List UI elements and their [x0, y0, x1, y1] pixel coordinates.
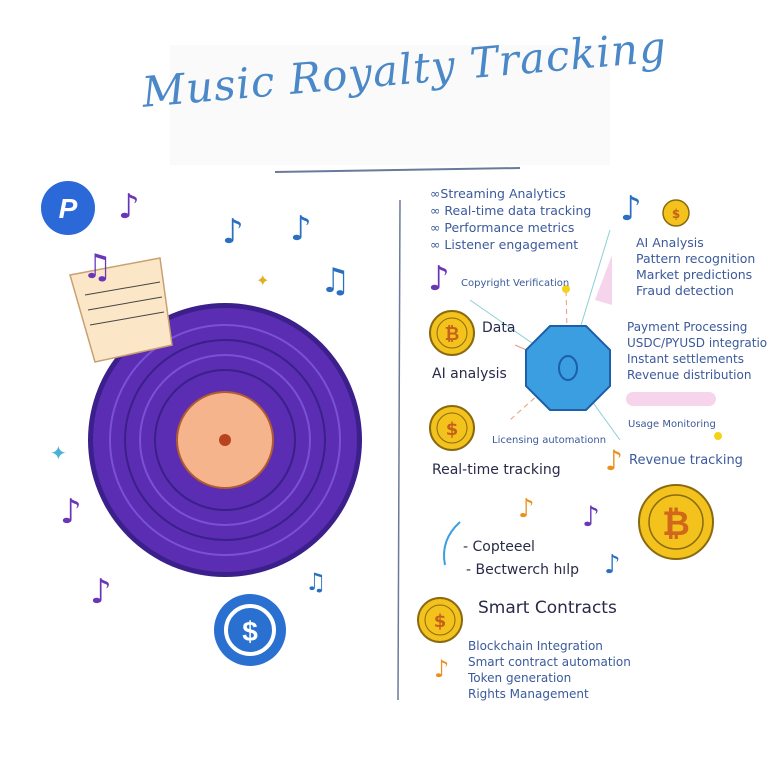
central-hub-icon — [469, 229, 722, 441]
licensing-automation-label: Licensing automationn — [492, 435, 607, 446]
sparkle-icon: ✦ — [256, 271, 269, 290]
sheet-music-icon — [69, 257, 173, 363]
music-note-icon: ♫ — [305, 568, 327, 596]
data-label: Data — [482, 320, 516, 336]
svg-text:$: $ — [242, 616, 258, 647]
list-item: Smart contract automation — [468, 655, 631, 669]
arrow-icon — [443, 521, 461, 566]
svg-text:P: P — [59, 193, 78, 224]
list-item: Instant settlements — [627, 352, 744, 366]
list-item: AI Analysis — [636, 235, 704, 250]
list-item: ∞ Performance metrics — [430, 220, 575, 235]
music-note-icon: ♪ — [428, 259, 450, 299]
real-time-tracking-label: Real-time tracking — [432, 462, 561, 478]
dollar-coin-icon: $ — [417, 597, 463, 643]
list-item: Market predictions — [636, 267, 753, 282]
list-item: Token generation — [468, 671, 572, 685]
list-item: ∞ Real-time data tracking — [430, 203, 592, 218]
usdc-logo-icon: $ — [214, 594, 286, 666]
music-note-icon: ♪ — [582, 500, 600, 533]
music-note-icon: ♪ — [620, 189, 642, 229]
bitcoin-coin-icon: ₿ — [638, 484, 714, 560]
list-item: ∞ Listener engagement — [430, 237, 579, 252]
list-item: ∞Streaming Analytics — [430, 186, 566, 201]
music-note-icon: ♪ — [518, 494, 535, 524]
sparkle-icon: ✦ — [50, 441, 67, 465]
music-note-icon: ♪ — [290, 209, 312, 249]
music-note-icon: ♪ — [222, 212, 244, 252]
dollar-coin-icon: $ — [429, 405, 475, 451]
svg-text:₿: ₿ — [662, 504, 690, 544]
list-item: Blockchain Integration — [468, 639, 603, 653]
list-item: Pattern recognition — [636, 251, 756, 266]
list-item: Revenue distribution — [627, 368, 752, 382]
list-item: USDC/PYUSD integration — [627, 336, 768, 350]
payment-processing-list: Payment Processing USDC/PYUSD integratio… — [627, 319, 768, 383]
ai-analysis-label: AI analysis — [432, 366, 507, 382]
music-note-icon: ♫ — [82, 247, 113, 287]
list-item: Payment Processing — [627, 320, 748, 334]
music-note-icon: ♪ — [604, 550, 621, 580]
svg-text:₿: ₿ — [445, 324, 460, 345]
title-underline — [274, 167, 521, 173]
music-note-icon: ♪ — [605, 444, 623, 477]
revenue-tracking-label: Revenue tracking — [629, 453, 743, 468]
paypal-logo-icon: P — [41, 181, 95, 235]
svg-text:$: $ — [434, 611, 447, 632]
copyright-verification-label: Copyright Verification — [461, 278, 570, 289]
music-note-icon: ♪ — [90, 572, 112, 612]
bectwerch-label: - Bectwerch hılp — [466, 562, 579, 578]
title-card — [170, 45, 610, 165]
pink-highlight — [626, 392, 716, 406]
divider-line — [397, 199, 401, 701]
bitcoin-coin-icon: ₿ — [429, 310, 475, 356]
list-item: Fraud detection — [636, 283, 734, 298]
music-note-icon: ♪ — [60, 492, 82, 532]
music-note-icon: ♫ — [320, 261, 351, 301]
dollar-coin-icon: $ — [662, 199, 690, 227]
music-note-icon: ♪ — [118, 187, 140, 227]
streaming-analytics-list: ∞Streaming Analytics ∞ Real-time data tr… — [430, 185, 591, 253]
blockchain-integration-list: Blockchain Integration Smart contract au… — [468, 638, 631, 702]
ai-analysis-list: AI Analysis Pattern recognition Market p… — [636, 235, 755, 299]
pink-highlight — [595, 255, 612, 305]
copteeel-label: - Copteeel — [463, 539, 535, 555]
vinyl-record-icon — [88, 303, 362, 577]
music-note-icon: ♪ — [434, 655, 450, 683]
list-item: Rights Management — [468, 687, 589, 701]
smart-contracts-heading: Smart Contracts — [478, 598, 617, 618]
svg-text:$: $ — [446, 419, 459, 440]
svg-text:$: $ — [672, 207, 680, 221]
usage-monitoring-label: Usage Monitoring — [628, 419, 716, 430]
